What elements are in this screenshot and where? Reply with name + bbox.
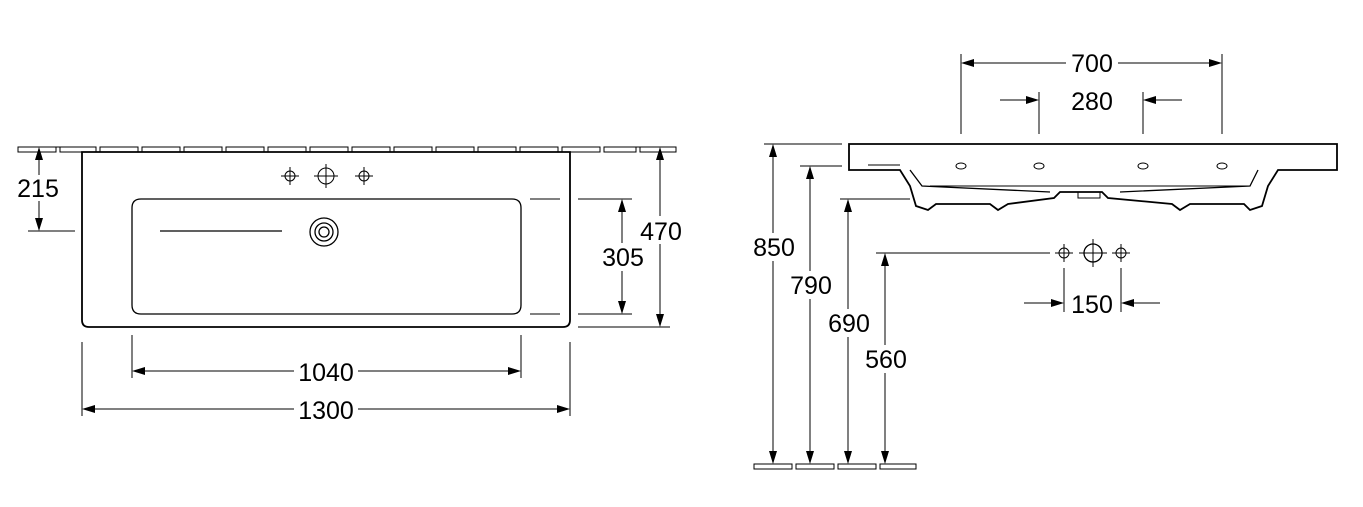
dim-560: 560: [860, 252, 1050, 464]
dim-label-690: 690: [828, 310, 870, 338]
dim-790: 790: [786, 165, 842, 464]
dim-label-470: 470: [640, 218, 682, 246]
dim-label-215: 215: [17, 175, 59, 203]
dim-280: 280: [1000, 88, 1182, 134]
dim-label-150: 150: [1071, 291, 1113, 319]
waste-fixing-icon: [1054, 239, 1131, 267]
side-view: 700 280 850 790: [750, 49, 1338, 470]
dim-690: 690: [824, 198, 910, 464]
dim-label-700: 700: [1071, 50, 1113, 78]
dim-label-560: 560: [865, 346, 907, 374]
dim-label-1040: 1040: [298, 359, 354, 387]
dim-470: 470: [578, 146, 686, 328]
basin-side-outline: [848, 143, 1338, 212]
plan-view: 215 470 305: [12, 146, 686, 425]
dim-label-850: 850: [753, 234, 795, 262]
dim-850: 850: [750, 143, 842, 464]
dim-150: 150: [1024, 268, 1160, 319]
dim-1040: 1040: [131, 335, 522, 387]
bowl-outline: [131, 198, 522, 315]
floor-tiles: [753, 463, 917, 470]
dim-700: 700: [960, 49, 1223, 134]
tap-hole-icon: [314, 164, 338, 188]
dim-305: 305: [530, 198, 648, 315]
tap-hole-side-markers: [955, 162, 1228, 170]
basin-outline: [81, 151, 571, 328]
dim-label-790: 790: [790, 272, 832, 300]
tap-hole-icon: [280, 166, 300, 186]
waste-icon: [309, 217, 339, 247]
dim-label-1300: 1300: [298, 397, 354, 425]
dim-215: 215: [12, 146, 75, 232]
dim-1300: 1300: [81, 342, 571, 425]
dim-label-305: 305: [602, 244, 644, 272]
dim-label-280: 280: [1071, 88, 1113, 116]
tap-hole-icon: [354, 166, 374, 186]
